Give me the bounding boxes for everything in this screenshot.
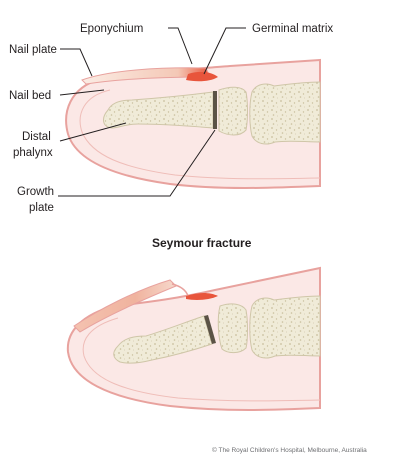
nail-plate-leader [60,48,93,77]
middle-phalanx-bone [249,81,321,145]
distal-phalynx-leader [59,122,127,142]
fractured-epiphysis [217,303,248,354]
growth-plate-label-line2: plate [29,202,54,214]
angled-distal-phalanx [113,315,213,364]
epiphysis-bone [218,86,248,136]
germinal-matrix-leader [203,27,246,75]
normal-finger-diagram: Eponychium Germinal matrix Nail plate Na… [9,23,333,214]
growth-plate-label-line1: Growth [17,186,54,198]
copyright-credit: © The Royal Children's Hospital, Melbour… [212,446,367,454]
seymour-fracture-diagram [66,266,321,411]
eponychium-leader [168,27,193,65]
distal-phalynx-label-line2: phalynx [13,147,53,159]
eponychium-label: Eponychium [80,23,143,35]
distal-phalanx-bone [103,91,214,129]
torn-eponychium [171,283,189,297]
fractured-middle-phalanx [249,295,321,359]
seymour-fracture-title: Seymour fracture [152,236,252,250]
growth-plate-leader [58,129,216,197]
fractured-finger-skin-inner-line [82,317,321,402]
nail-bed-leader [59,89,105,96]
germinal-matrix-label: Germinal matrix [252,23,333,35]
fractured-growth-plate [204,315,216,344]
growth-plate-shape [213,91,217,129]
nail-bed-label: Nail bed [9,90,51,102]
finger-skin-inner-line [79,89,321,180]
germinal-matrix-shape [186,71,218,82]
nail-plate-label: Nail plate [9,44,57,56]
fractured-germinal-matrix [186,293,218,300]
distal-phalynx-label-line1: Distal [22,131,51,143]
